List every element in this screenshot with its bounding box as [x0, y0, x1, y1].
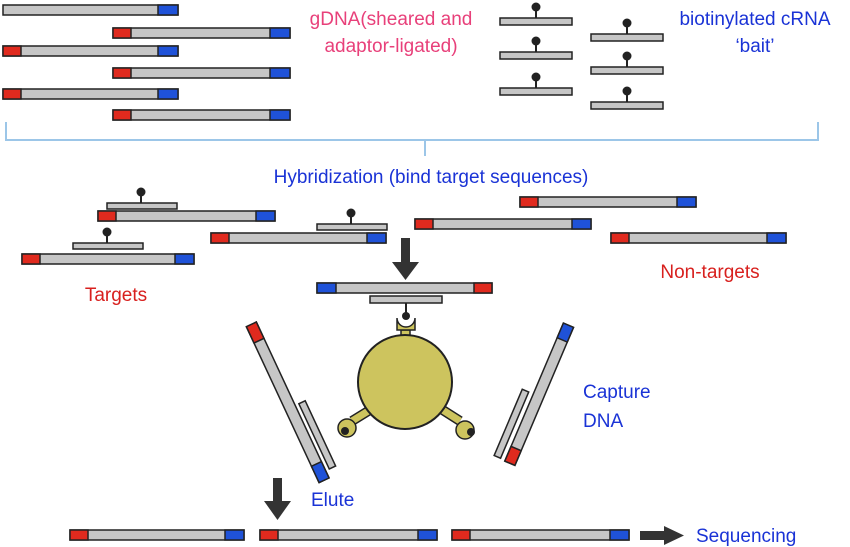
biotin-pin-icon — [530, 35, 542, 53]
captured-complex-left — [245, 321, 337, 484]
elute-label: Elute — [311, 490, 354, 511]
hybridization-label: Hybridization (bind target sequences) — [274, 167, 589, 188]
gdna-label-line1: gDNA(sheared and — [310, 9, 473, 30]
bait-probe — [590, 17, 664, 42]
bait-probe — [499, 35, 573, 60]
sequencing-label: Sequencing — [696, 526, 796, 547]
biotin-pin-icon — [530, 71, 542, 89]
right-arrow-icon — [640, 526, 684, 545]
eluted-fragment — [69, 529, 245, 541]
gdna-fragment — [112, 109, 291, 121]
captured-complex-top — [316, 282, 493, 320]
gdna-fragment — [112, 67, 291, 79]
gdna-fragments — [2, 4, 291, 121]
non-target-fragment — [519, 196, 697, 208]
target-fragments — [21, 186, 388, 265]
capture-label-line2: DNA — [583, 411, 623, 432]
non-target-fragments — [414, 196, 787, 244]
gdna-fragment — [2, 88, 179, 100]
captured-complex-right — [493, 322, 575, 467]
bait-probes — [499, 1, 664, 110]
bait-probe — [590, 50, 664, 75]
non-target-fragment — [610, 232, 787, 244]
target-complex — [97, 186, 276, 222]
non-targets-label: Non-targets — [660, 262, 759, 283]
eluted-fragments — [69, 529, 630, 541]
grouping-bracket — [5, 122, 819, 141]
bait-probe — [499, 1, 573, 26]
biotin-pin-icon — [345, 207, 357, 225]
bait-label-line2: ‘bait’ — [735, 36, 774, 57]
non-target-fragment — [414, 218, 592, 230]
biotin-pin-icon — [621, 17, 633, 35]
bait-probe — [590, 85, 664, 110]
gdna-fragment — [112, 27, 291, 39]
bait-label-line1: biotinylated cRNA — [679, 9, 830, 30]
biotin-pin-icon — [135, 186, 147, 204]
biotin-pin-icon — [101, 226, 113, 244]
biotin-pin-icon — [530, 1, 542, 19]
magnetic-bead-icon — [337, 317, 475, 440]
bait-probe — [499, 71, 573, 96]
eluted-fragment — [451, 529, 630, 541]
capture-label-line1: Capture — [583, 382, 651, 403]
gdna-fragment — [2, 4, 179, 16]
gdna-fragment — [2, 45, 179, 57]
gdna-label-line2: adaptor-ligated) — [324, 36, 457, 57]
biotin-pin-icon — [621, 50, 633, 68]
eluted-fragment — [259, 529, 438, 541]
down-arrow-icon — [392, 238, 419, 280]
target-complex — [21, 226, 195, 265]
down-arrow-icon — [264, 478, 291, 520]
biotin-pin-icon — [621, 85, 633, 103]
target-complex — [210, 207, 388, 244]
targets-label: Targets — [85, 285, 147, 306]
